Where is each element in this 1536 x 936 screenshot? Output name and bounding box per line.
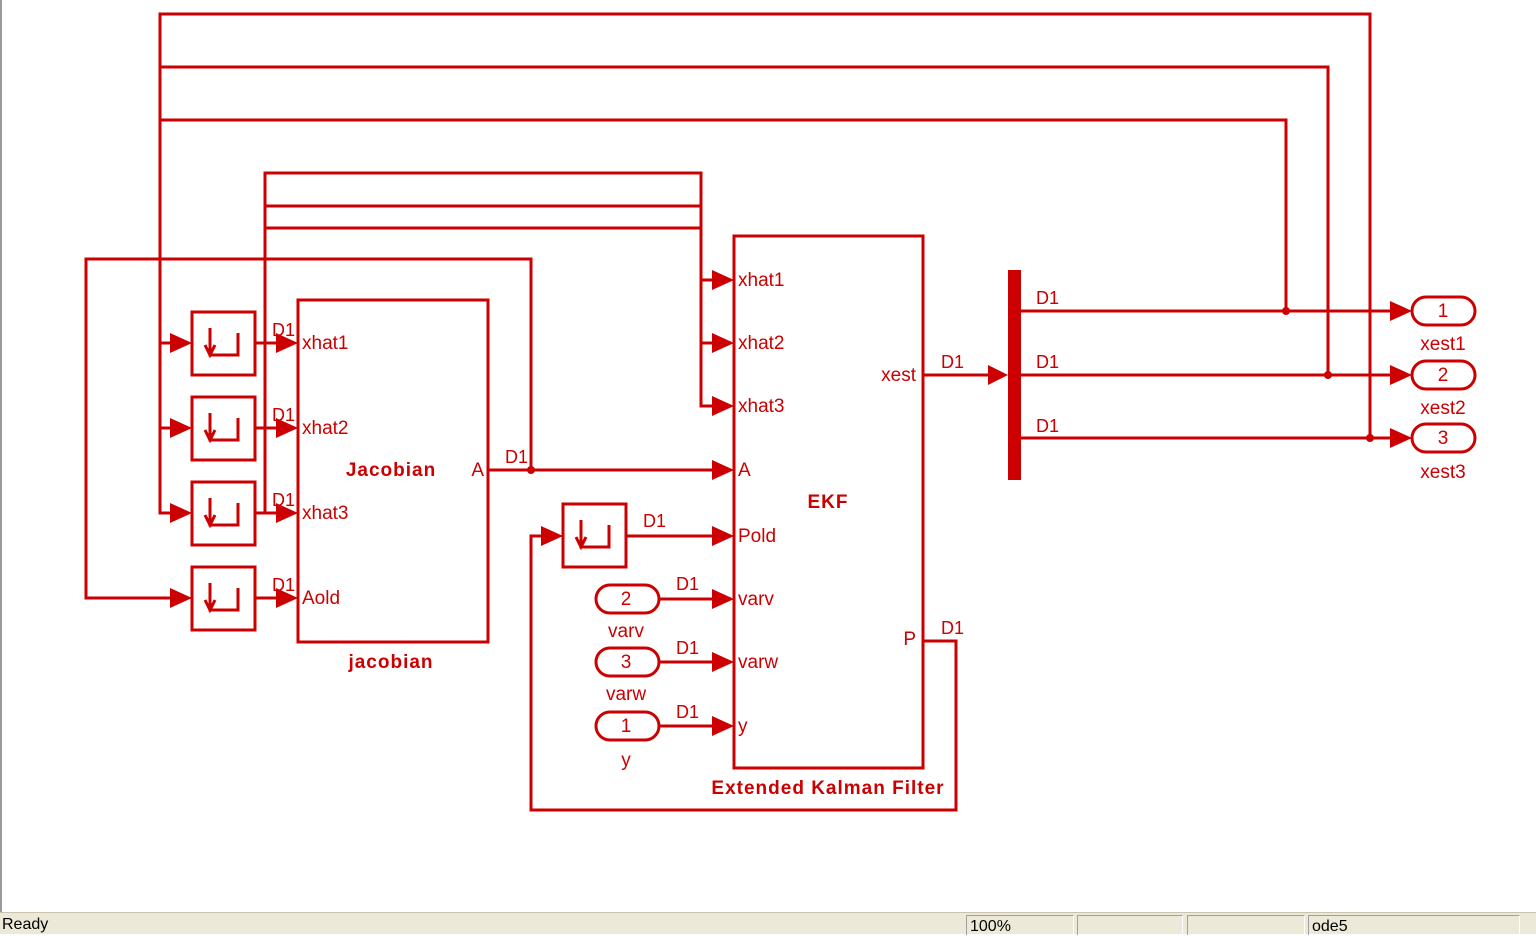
signal-dimension-labels: D1 D1 D1 D1 D1 D1 D1 D1 D1 D1 D1 D1 D1 D…: [272, 288, 1059, 722]
feedback-wires[interactable]: [84, 12, 1372, 600]
ekf-caption: Extended Kalman Filter: [711, 778, 944, 799]
demux-block[interactable]: [1008, 270, 1021, 480]
outport-xest2[interactable]: [1410, 359, 1477, 391]
outport-xest1-label: xest1: [1420, 334, 1465, 355]
outport-xest3-label: xest3: [1420, 462, 1465, 483]
window-left-border: [0, 0, 2, 912]
inport-y-number: 1: [621, 716, 632, 737]
outport-xest1[interactable]: [1410, 295, 1477, 327]
signal-label: D1: [676, 574, 699, 594]
solver-name: ode5: [1308, 915, 1520, 935]
ekf-port-y: y: [738, 716, 748, 737]
signal-label: D1: [676, 702, 699, 722]
signal-label: D1: [676, 638, 699, 658]
outport-xest2-label: xest2: [1420, 398, 1465, 419]
status-cell-2: [1077, 915, 1183, 935]
status-cell-3: [1187, 915, 1305, 935]
inport-varw-number: 3: [621, 652, 632, 673]
signal-label: D1: [1036, 352, 1059, 372]
signal-label: D1: [272, 575, 295, 595]
signal-label: D1: [1036, 288, 1059, 308]
ekf-port-a: A: [738, 460, 751, 481]
signal-label: D1: [505, 447, 528, 467]
outport-xest3-number: 3: [1438, 428, 1449, 449]
signal-label: D1: [272, 320, 295, 340]
memory-block-1[interactable]: [190, 310, 257, 377]
status-bar: Ready 100% ode5: [0, 912, 1536, 935]
demux-output-wires[interactable]: [1021, 301, 1412, 448]
memory-symbol-icon: [203, 328, 611, 614]
signal-label: D1: [941, 618, 964, 638]
inport-varv-number: 2: [621, 589, 632, 610]
outport-xest3[interactable]: [1410, 422, 1477, 454]
outport-xest1-number: 1: [1438, 301, 1449, 322]
jacobian-caption: jacobian: [347, 652, 433, 673]
ekf-port-xhat1: xhat1: [738, 270, 784, 291]
jacobian-port-aold: Aold: [302, 588, 340, 609]
outport-xest2-number: 2: [1438, 365, 1449, 386]
model-canvas[interactable]: xhat1 xhat2 xhat3 Aold A Jacobian jacobi…: [0, 0, 1536, 912]
jacobian-port-xhat3: xhat3: [302, 503, 348, 524]
memory-input-arrows: [170, 333, 563, 608]
jacobian-block[interactable]: xhat1 xhat2 xhat3 Aold A Jacobian: [296, 298, 490, 644]
zoom-level: 100%: [966, 915, 1074, 935]
signal-label: D1: [1036, 416, 1059, 436]
ekf-block[interactable]: xhat1 xhat2 xhat3 A Pold varv varw y xes…: [732, 234, 925, 770]
memory-block-4[interactable]: [190, 565, 257, 632]
signal-label: D1: [272, 405, 295, 425]
status-text: Ready: [2, 916, 49, 933]
memory-blocks[interactable]: [190, 310, 628, 632]
ekf-input-arrows: [712, 270, 734, 736]
signal-label: D1: [272, 490, 295, 510]
signal-label: D1: [643, 511, 666, 531]
jacobian-port-a: A: [471, 460, 484, 481]
ekf-port-pold: Pold: [738, 526, 776, 547]
jacobian-port-xhat1: xhat1: [302, 333, 348, 354]
inport-y-label: y: [621, 750, 631, 771]
inport-varw-label: varw: [606, 684, 646, 705]
ekf-port-xest: xest: [881, 365, 917, 386]
inports[interactable]: 2 3 1 varv varw y: [594, 583, 714, 771]
ekf-title: EKF: [808, 492, 849, 513]
ekf-port-varw: varw: [738, 652, 778, 673]
memory-block-3[interactable]: [190, 480, 257, 547]
branch-point: [527, 466, 535, 474]
ekf-port-xhat2: xhat2: [738, 333, 784, 354]
p-feedback-wire[interactable]: [529, 534, 958, 812]
outports[interactable]: 1 2 3 xest1 xest2 xest3: [1410, 295, 1477, 483]
jacobian-port-xhat2: xhat2: [302, 418, 348, 439]
ekf-port-p: P: [903, 629, 916, 650]
ekf-port-xhat3: xhat3: [738, 396, 784, 417]
signal-label: D1: [941, 352, 964, 372]
demux-input-arrow: [988, 365, 1008, 385]
inport-varv-label: varv: [608, 621, 644, 642]
ekf-port-varv: varv: [738, 589, 774, 610]
memory-block-pold[interactable]: [561, 502, 628, 569]
jacobian-title: Jacobian: [346, 460, 436, 481]
memory-output-wires[interactable]: [255, 333, 298, 608]
memory-block-2[interactable]: [190, 395, 257, 462]
